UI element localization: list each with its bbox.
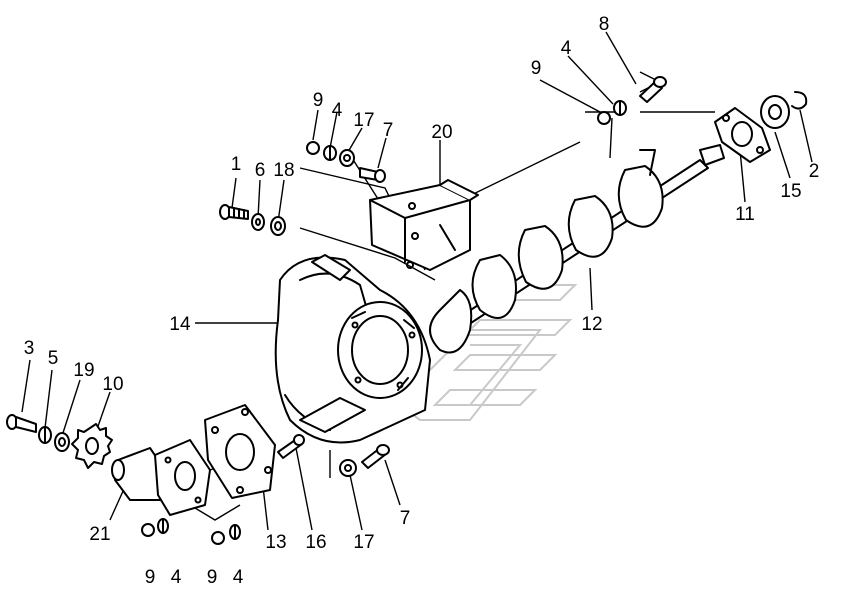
washer-17-bottom <box>339 459 357 477</box>
washer-17-top <box>339 149 355 167</box>
plate-13 <box>204 404 276 499</box>
callout-3: 3 <box>24 338 35 359</box>
flange-bearing-11 <box>714 107 771 163</box>
nut-9-top <box>306 141 320 155</box>
callout-1: 1 <box>231 154 242 175</box>
callout-9-bottom-right: 9 <box>207 567 218 588</box>
bolt-3 <box>6 414 37 433</box>
lock-washer-4-bottom-left <box>157 518 169 534</box>
callout-11: 11 <box>735 204 755 225</box>
housing-14 <box>274 254 431 444</box>
bolt-16 <box>277 434 305 459</box>
lock-washer-4-bottom-right <box>229 524 241 540</box>
bolt-1 <box>219 204 249 220</box>
sprocket-10 <box>71 423 113 469</box>
callout-7-bottom: 7 <box>400 508 411 529</box>
callout-19: 19 <box>73 360 94 381</box>
washer-6 <box>251 213 265 231</box>
auger-12 <box>429 144 725 354</box>
washer-19 <box>54 432 70 452</box>
callout-4-top-right: 4 <box>561 38 572 59</box>
bolt-7-top <box>359 167 386 183</box>
callout-10: 10 <box>102 374 123 395</box>
nut-9-bottom-right <box>211 531 225 545</box>
callout-4: 4 <box>332 100 343 121</box>
lock-washer-5 <box>38 426 52 444</box>
lock-washer-4-top <box>323 145 337 161</box>
bearing-15 <box>760 95 790 129</box>
washer-18 <box>270 216 286 236</box>
callout-4-bottom-right: 4 <box>233 567 244 588</box>
callout-17: 17 <box>353 110 374 131</box>
callout-9-top-right: 9 <box>531 58 542 79</box>
callout-16: 16 <box>305 532 326 553</box>
callout-17-bottom: 17 <box>353 532 374 553</box>
nut-9-right <box>597 111 611 125</box>
callout-7: 7 <box>383 120 394 141</box>
callout-2: 2 <box>809 161 820 182</box>
callout-20: 20 <box>431 122 452 143</box>
circlip-2 <box>791 91 808 110</box>
callout-15: 15 <box>780 181 801 202</box>
callout-labels: 1 6 18 9 4 17 7 20 9 4 8 2 15 11 14 12 3… <box>24 14 820 588</box>
callout-13: 13 <box>265 532 286 553</box>
gearbox-21 <box>111 439 211 516</box>
callout-6: 6 <box>255 160 266 181</box>
callout-21: 21 <box>89 524 110 545</box>
bolt-8 <box>639 76 667 103</box>
callout-12: 12 <box>581 314 602 335</box>
callout-8: 8 <box>599 14 610 35</box>
bracket-20 <box>369 179 479 271</box>
bolt-7-bottom <box>361 444 390 469</box>
callout-14: 14 <box>169 314 191 335</box>
callout-5: 5 <box>48 348 59 369</box>
callout-4-bottom-left: 4 <box>171 567 182 588</box>
lock-washer-4-right <box>613 100 627 116</box>
callout-9: 9 <box>313 90 324 111</box>
nut-9-bottom-left <box>141 523 155 537</box>
callout-9-bottom-left: 9 <box>145 567 156 588</box>
callout-18: 18 <box>273 160 294 181</box>
